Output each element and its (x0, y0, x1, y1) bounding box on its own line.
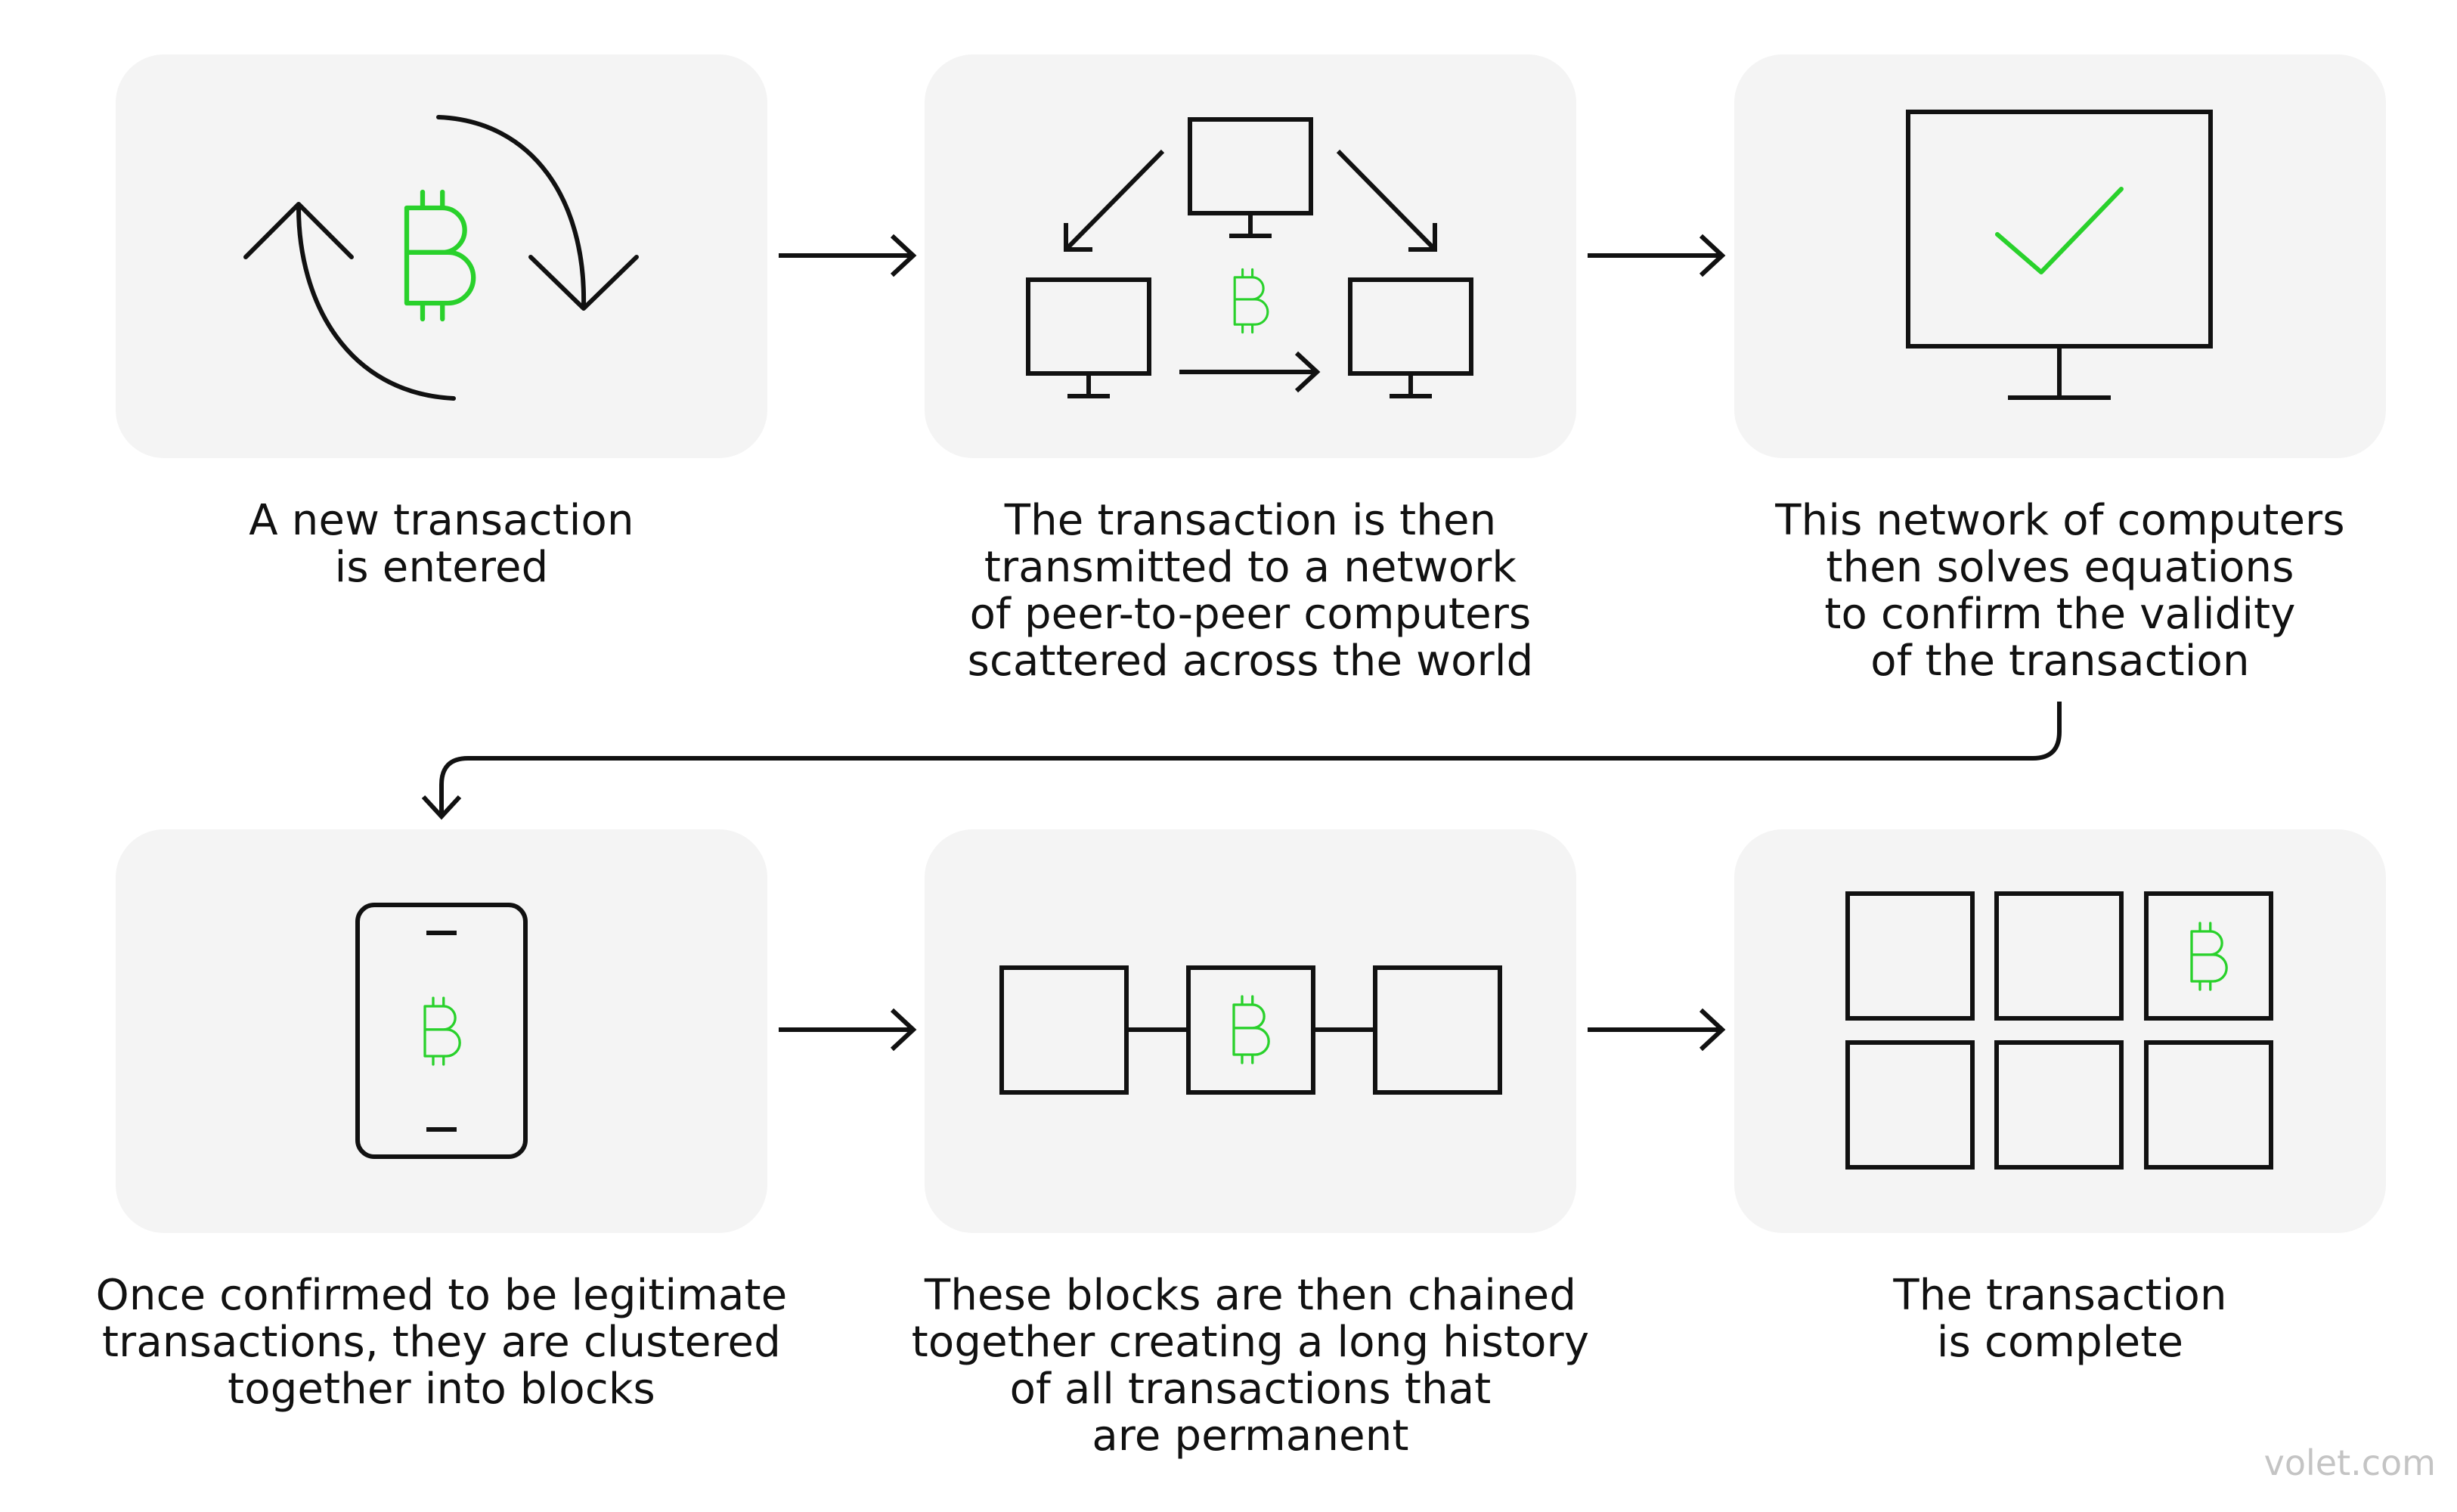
monitor-checkmark-icon (1906, 110, 2213, 400)
step-1-card (116, 54, 767, 458)
arrow-step-2-to-3 (1588, 234, 1726, 277)
step-5-caption: These blocks are then chained together c… (911, 1271, 1590, 1461)
step-3-caption: This network of computers then solves eq… (1775, 496, 2345, 686)
step-6-caption: The transaction is complete (1893, 1271, 2227, 1367)
arrow-step-3-to-4 (421, 702, 2062, 820)
step-2-card (925, 54, 1576, 458)
step-5-card (925, 829, 1576, 1233)
arrow-step-4-to-5 (779, 1008, 917, 1052)
phone-bitcoin-icon (355, 903, 528, 1159)
bitcoin-refresh-icon (243, 115, 639, 401)
watermark: volet.com (2263, 1442, 2436, 1483)
step-4-card (116, 829, 767, 1233)
arrow-step-5-to-6 (1588, 1008, 1726, 1052)
peer-network-icon (1028, 119, 1471, 396)
step-1-caption: A new transaction is entered (249, 496, 634, 592)
step-2-caption: The transaction is then transmitted to a… (967, 496, 1534, 686)
step-6-card (1734, 829, 2386, 1233)
arrow-step-1-to-2 (779, 234, 917, 277)
step-3-card (1734, 54, 2386, 458)
block-chain-icon (999, 965, 1502, 1095)
block-grid-icon (1845, 891, 2273, 1170)
step-4-caption: Once confirmed to be legitimate transact… (95, 1271, 788, 1414)
